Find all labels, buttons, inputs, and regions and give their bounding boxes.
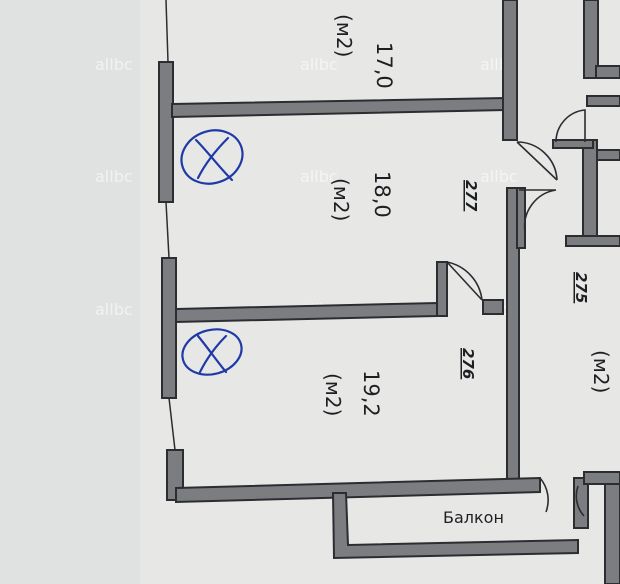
door-swing — [555, 109, 586, 143]
side-wall — [552, 139, 594, 149]
room-area-unit: (м2) — [589, 350, 613, 393]
side-wall — [582, 139, 598, 245]
door-swing — [516, 141, 558, 181]
side-wall — [596, 149, 620, 161]
watermark: allbc — [95, 300, 133, 319]
pen-mark-circle-cross — [180, 129, 244, 185]
side-wall — [583, 0, 599, 79]
window — [165, 201, 170, 259]
bottom-wall — [175, 476, 541, 504]
room-276: 19,2 (м2) 276 — [321, 348, 477, 417]
window — [165, 0, 169, 63]
side-wall — [586, 95, 620, 107]
door-swing — [446, 261, 483, 301]
partition-wall — [436, 261, 448, 317]
corridor-wall — [516, 187, 526, 249]
outer-wall — [158, 61, 174, 203]
room-area: 18,0 — [370, 171, 394, 218]
watermark: allbc — [95, 55, 133, 74]
room-number: 275 — [572, 272, 590, 303]
watermark: allbc — [300, 167, 338, 186]
pen-mark-circle-cross — [181, 328, 243, 376]
door-swing — [519, 189, 557, 233]
watermark: allbc — [95, 167, 133, 186]
room-area-unit: (м2) — [329, 178, 353, 221]
room-275: 275 (м2) — [572, 272, 613, 393]
side-wall — [583, 471, 620, 485]
room-277: 18,0 (м2) 277 — [329, 171, 480, 221]
room-area-unit: (м2) — [332, 14, 356, 57]
side-wall — [604, 483, 620, 584]
room-area: 17,0 — [372, 42, 396, 89]
corridor-wall — [502, 0, 518, 141]
side-wall — [595, 65, 620, 79]
watermark: allbc — [300, 55, 338, 74]
balcony-wall — [331, 492, 579, 560]
watermark: allbc — [480, 167, 518, 186]
window — [168, 397, 176, 451]
side-wall — [565, 235, 620, 247]
room-17-label: 17,0 (м2) — [332, 14, 396, 89]
door-swing — [539, 477, 549, 513]
balcony-label: Балкон — [443, 508, 504, 527]
room-number: 276 — [459, 348, 477, 379]
room-area: 19,2 — [359, 370, 383, 417]
door-swing — [575, 485, 585, 517]
room-area-unit: (м2) — [321, 373, 345, 416]
partition-wall — [482, 299, 504, 315]
room-number: 277 — [462, 180, 480, 212]
outer-wall — [161, 257, 177, 399]
balcony-wall — [573, 477, 589, 529]
paper-shadow — [0, 0, 140, 584]
